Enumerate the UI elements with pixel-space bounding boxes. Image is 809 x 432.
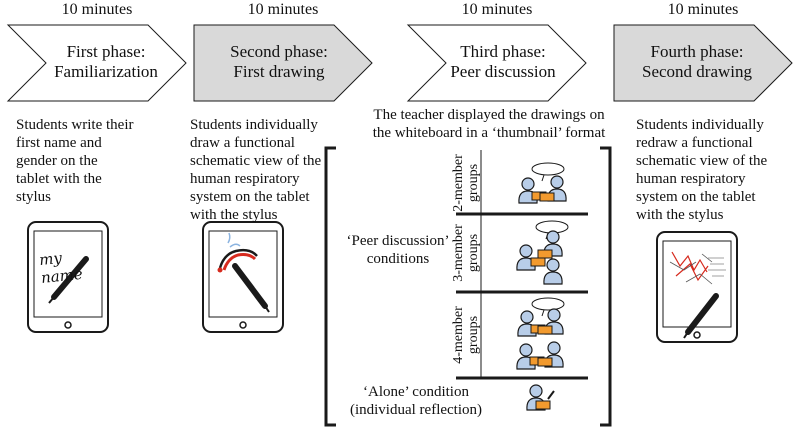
phase-1-title: First phase: [66, 42, 146, 61]
phase-2-subtitle: First drawing [233, 62, 325, 81]
phase-3-description: The teacher displayed the drawings on th… [372, 107, 606, 141]
group-label-2-member: 2-member groups [451, 154, 481, 212]
phase-4-label: Fourth phase: Second drawing [632, 42, 762, 82]
phase-3-duration: 10 minutes [461, 1, 533, 18]
tablet-icon [537, 325, 553, 335]
stylus-icon [547, 390, 555, 400]
phase-4-chevron [613, 24, 793, 102]
phase-1-chevron [6, 24, 187, 102]
tablet-icon [656, 231, 738, 343]
phase-3-chevron [406, 24, 587, 102]
tablet-icon [530, 257, 546, 267]
phase-1-subtitle: Familiarization [54, 62, 158, 81]
person-icon [543, 258, 563, 285]
peer-discussion-conditions-label: ‘Peer discussion’ conditions [346, 233, 450, 267]
tablet-handwriting: my name [38, 248, 84, 288]
lung-drawing-icon [217, 232, 258, 273]
tablet-icon [537, 249, 553, 259]
phase-2-duration: 10 minutes [247, 1, 319, 18]
phase-3-title: Third phase: [460, 42, 546, 61]
phase-2-chevron [193, 24, 373, 102]
stylus-icon [48, 256, 89, 304]
alone-condition-label: ‘Alone’ condition (individual reflection… [349, 384, 483, 418]
phase-4-duration: 10 minutes [667, 1, 739, 18]
phase-2-title: Second phase: [230, 42, 328, 61]
phase-1-label: First phase: Familiarization [46, 42, 166, 82]
group-label-3-member: 3-member groups [451, 224, 481, 282]
group-label-4-member: 4-member groups [451, 306, 481, 364]
phase-3-label: Third phase: Peer discussion [440, 42, 566, 82]
phase-2-description: Students individually draw a functional … [190, 117, 322, 223]
tablet-icon [539, 192, 555, 202]
phase-4-description: Students individually redraw a functiona… [636, 117, 768, 223]
respiratory-schematic-icon [669, 251, 726, 285]
right-bracket [600, 146, 612, 427]
left-bracket [324, 146, 336, 427]
stylus-icon [683, 293, 719, 339]
phase-1-duration: 10 minutes [61, 1, 133, 18]
stylus-icon [232, 263, 270, 313]
phase-3-subtitle: Peer discussion [450, 62, 556, 81]
phase-1-description: Students write their first name and gend… [16, 117, 134, 205]
tablet-icon [535, 400, 551, 410]
phase-4-title: Fourth phase: [650, 42, 744, 61]
phase-4-subtitle: Second drawing [641, 62, 752, 81]
tablet-icon [537, 357, 553, 367]
phase-2-label: Second phase: First drawing [214, 42, 344, 82]
